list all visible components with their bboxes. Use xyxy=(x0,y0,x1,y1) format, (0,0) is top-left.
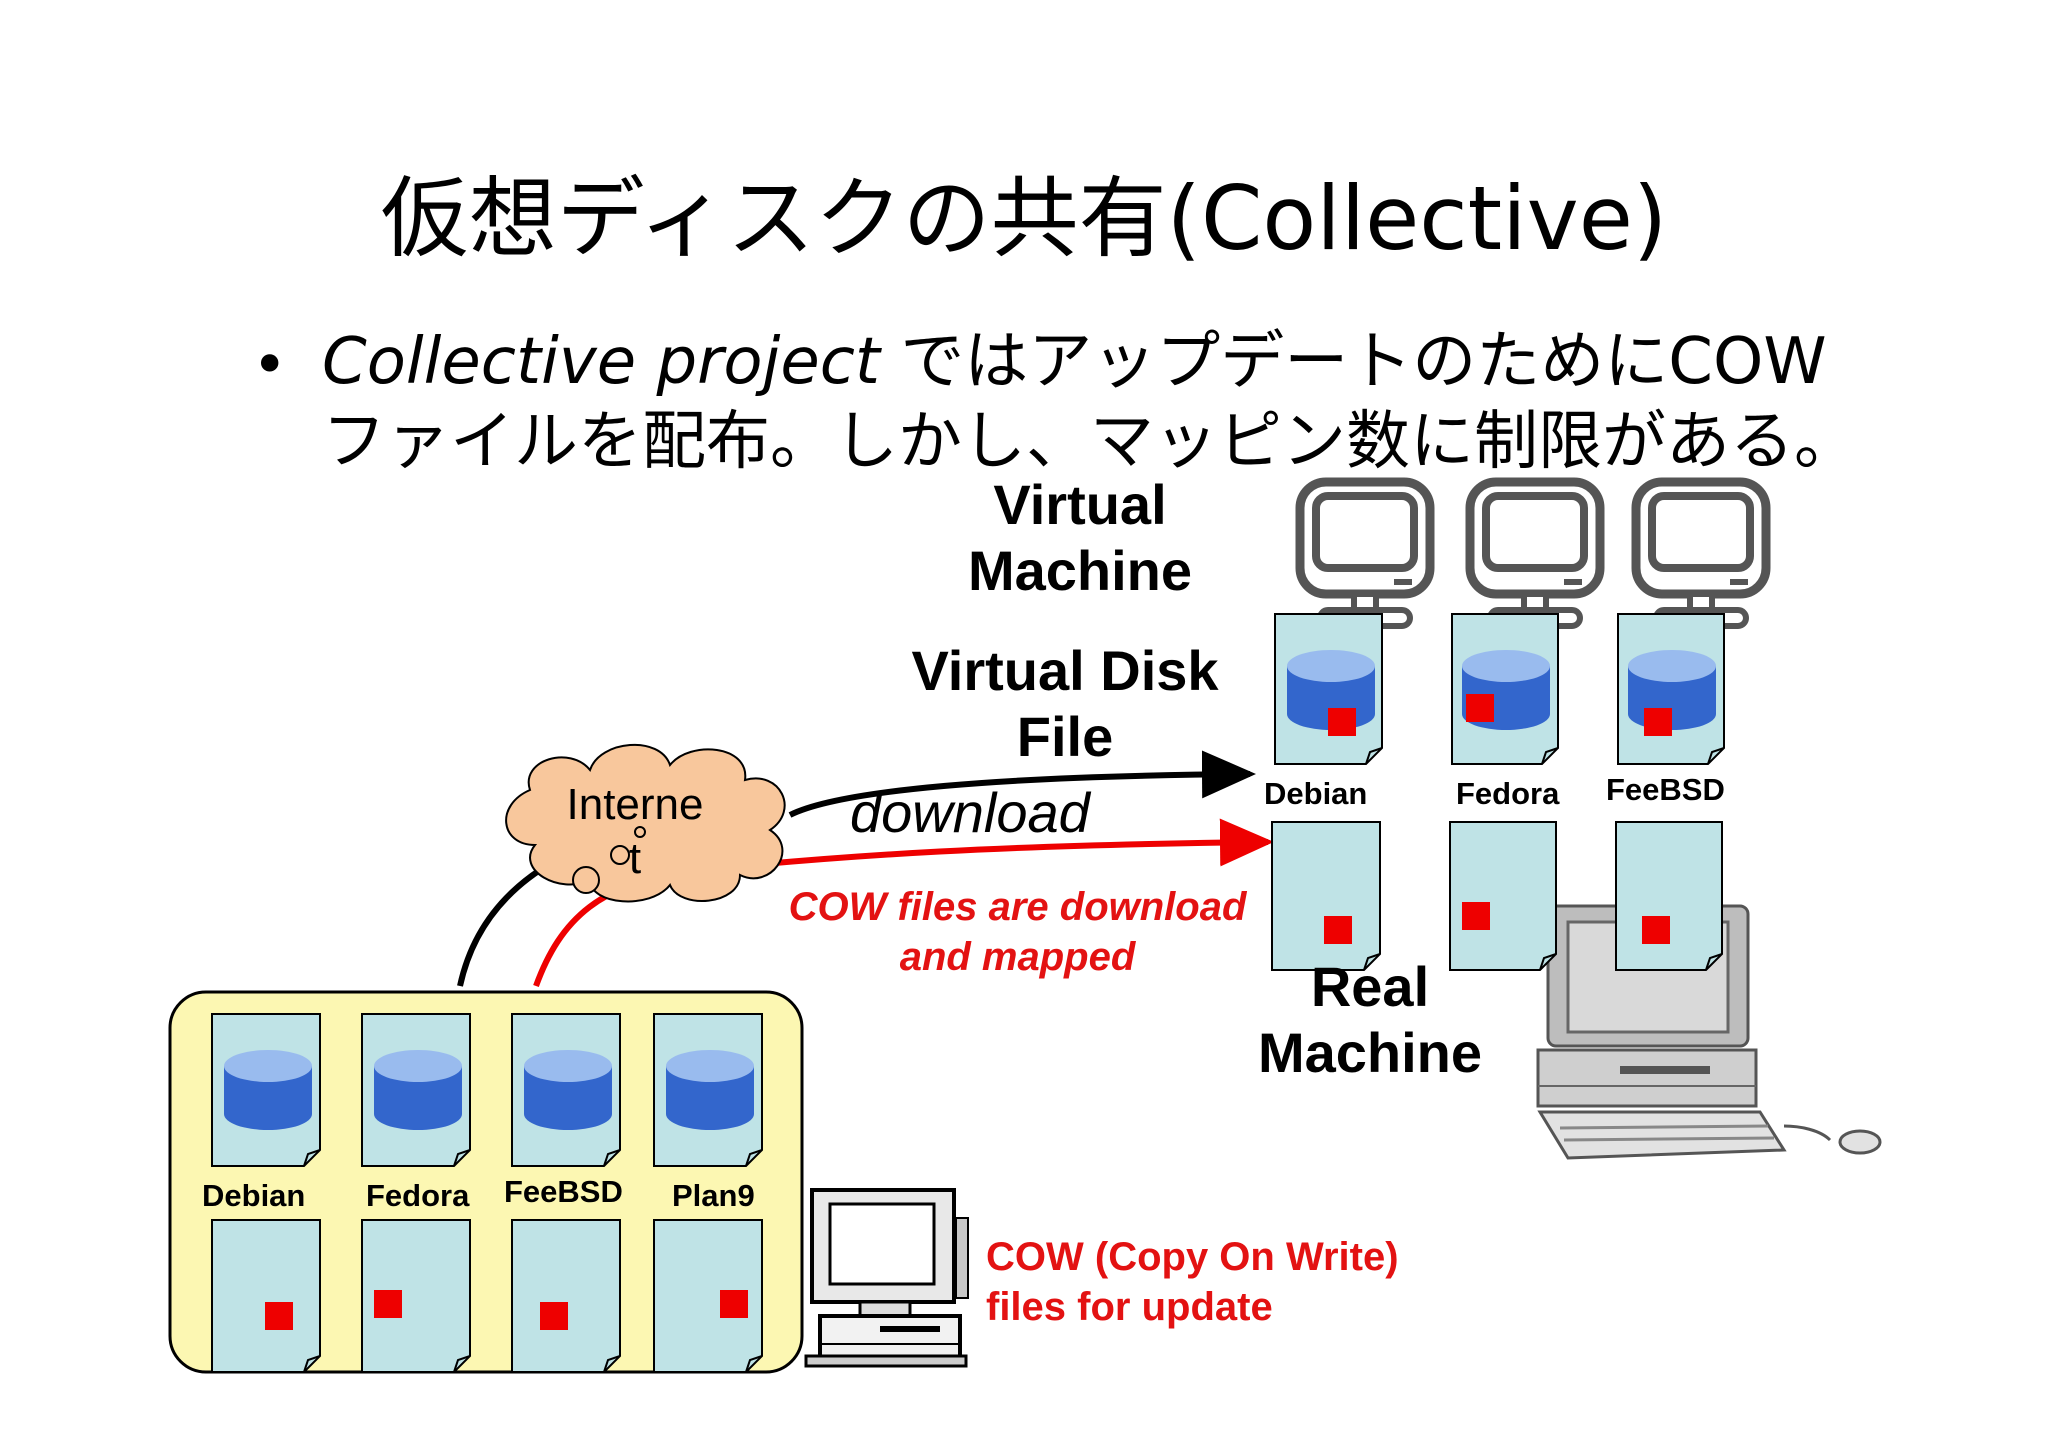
cow-download-line-1: COW files are download xyxy=(788,885,1247,929)
cow-block xyxy=(1328,708,1356,736)
real-machine-line-2: Machine xyxy=(1257,1021,1483,1084)
cow-block xyxy=(1462,902,1490,930)
internet-cloud xyxy=(505,744,786,903)
client-os-label-feebsd: FeeBSD xyxy=(1606,772,1725,807)
server-cow-file-fedora xyxy=(361,1219,471,1373)
download-label: download xyxy=(850,781,1090,844)
cow-block xyxy=(1642,916,1670,944)
client-disk-file-debian xyxy=(1274,613,1383,765)
client-cow-file-debian xyxy=(1271,821,1381,971)
client-cow-file-feebsd xyxy=(1615,821,1723,971)
client-disk-file-feebsd xyxy=(1617,613,1725,765)
server-os-label-debian: Debian xyxy=(202,1178,306,1213)
server-os-label-plan9: Plan9 xyxy=(672,1178,755,1213)
server-os-label-feebsd: FeeBSD xyxy=(504,1174,623,1209)
server-cow-file-debian xyxy=(211,1219,321,1373)
bullet-line-2: ファイルを配布。しかし、マッピン数に制限がある。 xyxy=(322,405,1858,479)
cow-update-line-2: files for update xyxy=(986,1285,1273,1329)
cow-block xyxy=(265,1302,293,1330)
cow-update-label: COW (Copy On Write) files for update xyxy=(986,1232,1399,1332)
client-disk-file-fedora xyxy=(1451,613,1559,765)
cow-update-line-1: COW (Copy On Write) xyxy=(986,1235,1399,1279)
client-os-label-debian: Debian xyxy=(1264,776,1368,811)
internet-label: Interne t xyxy=(560,778,710,886)
internet-line-1: Interne xyxy=(566,780,704,829)
server-cow-file-feebsd xyxy=(511,1219,621,1373)
cow-block xyxy=(540,1302,568,1330)
server-os-label-fedora: Fedora xyxy=(366,1178,470,1213)
server-disk-file-feebsd xyxy=(511,1013,621,1167)
monitor-icon-feebsd xyxy=(1636,482,1766,626)
real-machine-label: Real Machine xyxy=(1240,954,1500,1086)
internet-line-2: t xyxy=(628,834,642,883)
slide-title: 仮想ディスクの共有(Collective) xyxy=(380,167,1668,270)
cow-block xyxy=(1324,916,1352,944)
server-internet-link xyxy=(457,867,542,987)
cow-block xyxy=(374,1290,402,1318)
cow-block xyxy=(1466,694,1494,722)
cow-download-label: COW files are download and mapped xyxy=(765,882,1270,982)
bullet-marker: • xyxy=(252,330,288,400)
bullet-line-1: Collective project ではアップデートのためにCOW xyxy=(322,330,1827,394)
cow-block xyxy=(1644,708,1672,736)
virtual-machine-label: Virtual Machine xyxy=(950,472,1210,604)
virtual-disk-file-line-2: File xyxy=(1016,705,1114,768)
download-arrow xyxy=(788,750,1256,818)
client-os-label-fedora: Fedora xyxy=(1456,776,1560,811)
monitor-icon-debian xyxy=(1300,482,1430,626)
virtual-disk-file-line-1: Virtual Disk xyxy=(911,639,1219,702)
real-machine-line-1: Real xyxy=(1310,955,1430,1018)
server-disk-file-debian xyxy=(211,1013,321,1167)
bullet-line-1-rest: ではアップデートのためにCOW xyxy=(879,325,1827,399)
cow-download-line-2: and mapped xyxy=(899,935,1136,979)
server-box xyxy=(168,990,804,1374)
bullet-italic-text: Collective project xyxy=(322,325,880,399)
server-cow-file-plan9 xyxy=(653,1219,763,1373)
virtual-disk-file-label: Virtual Disk File xyxy=(880,638,1250,770)
monitor-icon-fedora xyxy=(1470,482,1600,626)
client-cow-file-fedora xyxy=(1449,821,1557,971)
virtual-machine-line-2: Machine xyxy=(967,539,1193,602)
cow-block xyxy=(720,1290,748,1318)
server-disk-file-plan9 xyxy=(653,1013,763,1167)
virtual-machine-line-1: Virtual xyxy=(993,473,1167,536)
server-computer-icon xyxy=(804,1188,969,1368)
server-disk-file-fedora xyxy=(361,1013,471,1167)
